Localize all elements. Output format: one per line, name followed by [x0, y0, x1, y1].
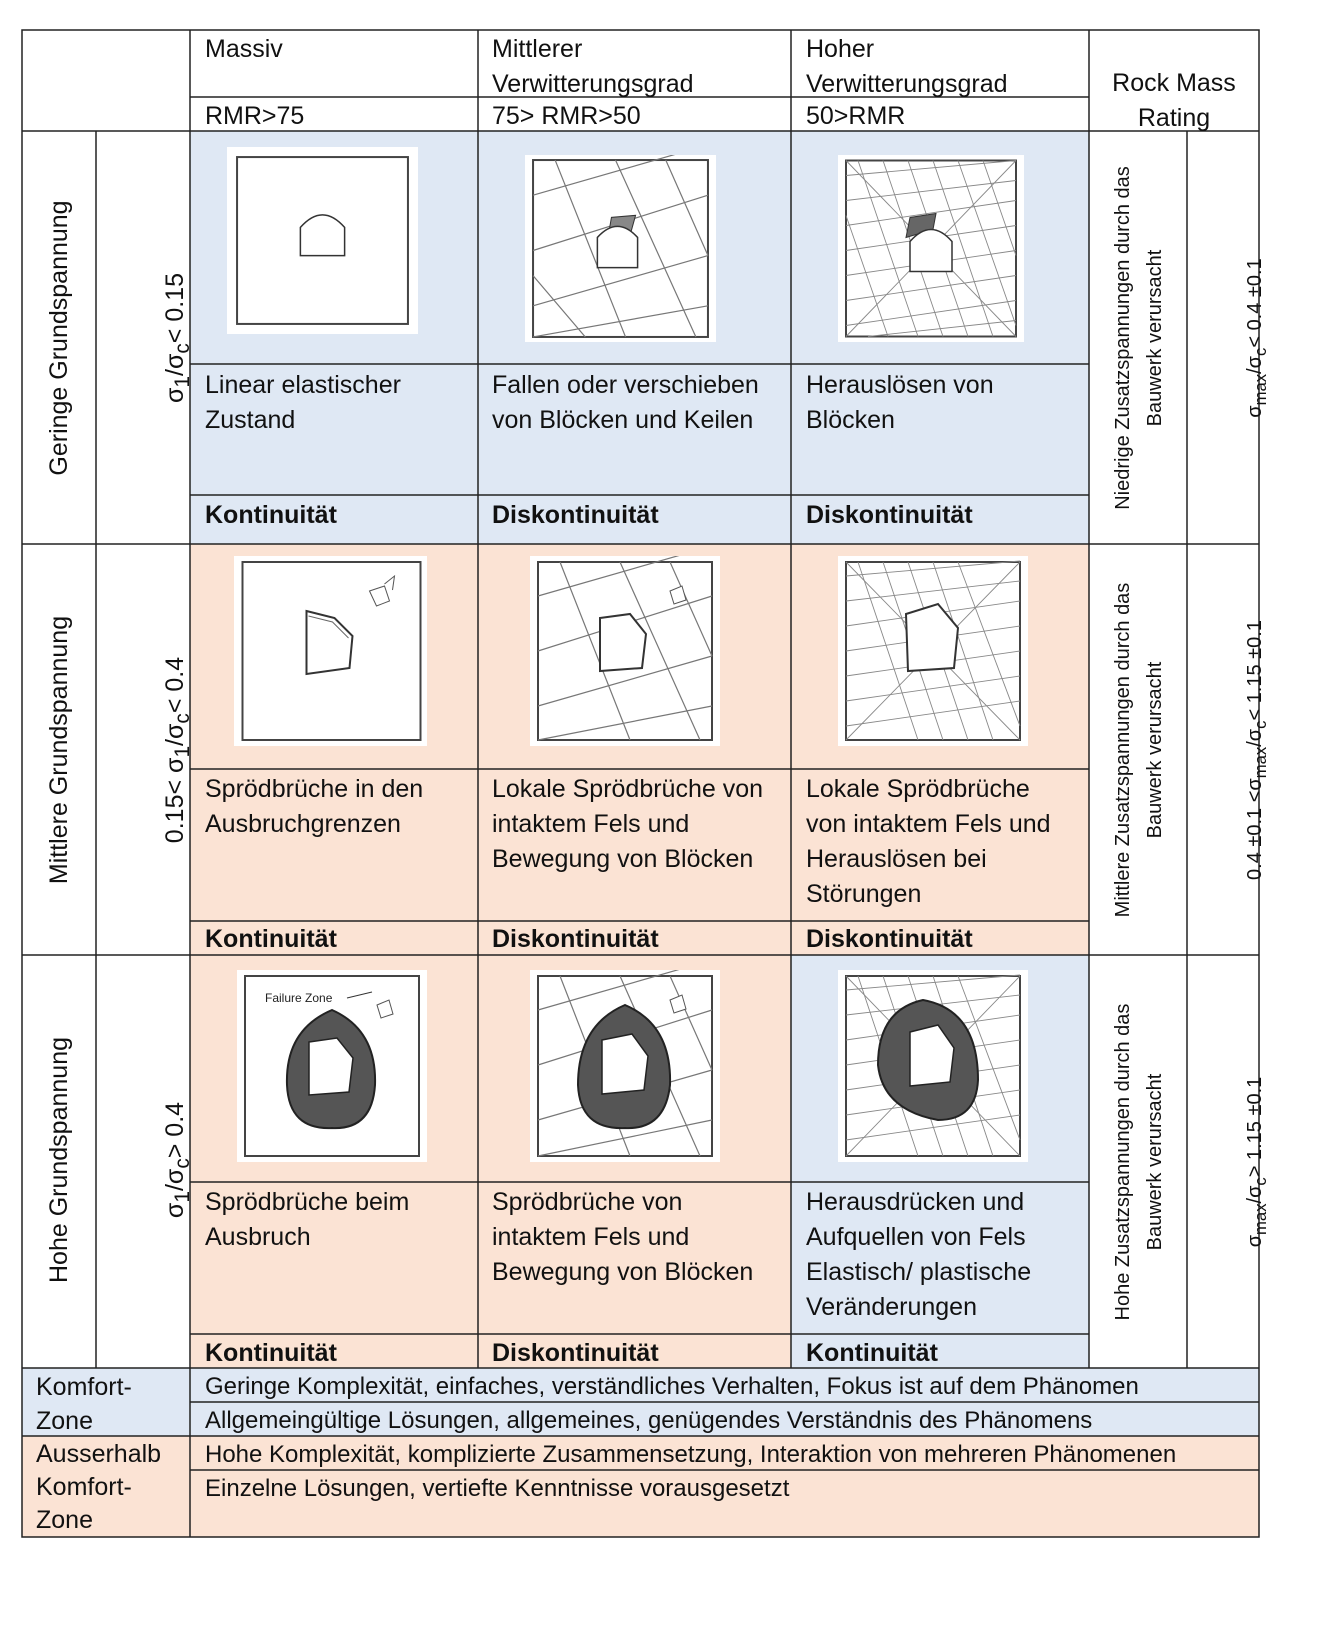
diagram-mittlerer-mid-stress: [530, 556, 720, 746]
outside-zone-line-2: Einzelne Lösungen, vertiefte Kenntnisse …: [205, 1475, 790, 1502]
diagram-massiv-mid-stress: [234, 556, 427, 746]
row3-massiv-description: Sprödbrüche beim Ausbruch: [205, 1188, 410, 1251]
header-mittlerer: Mittlerer Verwitterungsgrad: [492, 35, 694, 98]
diagram-hoher-mid-stress: [838, 556, 1028, 746]
comfort-zone-label: Komfort- Zone: [36, 1373, 132, 1435]
row3-additional-stress: Hohe Zusatzspannungen durch das Bauwerk …: [1112, 1003, 1166, 1321]
row2-mittlerer-description: Lokale Sprödbrüche von intaktem Fels und…: [492, 775, 764, 873]
row3-hoher-description: Herausdrücken und Aufquellen von Fels El…: [806, 1188, 1032, 1321]
row1-additional-stress: Niedrige Zusatzspannungen durch das Bauw…: [1112, 166, 1166, 510]
diagram-mittlerer-high-stress: [530, 970, 720, 1162]
row2-hoher-label: Diskontinuität: [806, 925, 973, 953]
row1-massiv-label: Kontinuität: [205, 501, 337, 529]
row2-additional-stress: Mittlere Zusatzspannungen durch das Bauw…: [1112, 582, 1166, 918]
row3-massiv-label: Kontinuität: [205, 1339, 337, 1367]
row3-rating: σmax/σc> 1.15 ±0.1: [1244, 1076, 1270, 1248]
diagram-massiv-low-stress: [227, 147, 418, 334]
header-rmr-massiv: RMR>75: [205, 102, 305, 130]
row1-massiv-description: Linear elastischer Zustand: [205, 371, 401, 434]
failure-zone-label: Failure Zone: [265, 991, 333, 1005]
row1-hoher-label: Diskontinuität: [806, 501, 973, 529]
row3-stress-ratio: σ1/σc> 0.4: [161, 1101, 194, 1219]
row3-stress-label: Hohe Grundspannung: [45, 1036, 73, 1284]
header-massiv: Massiv: [205, 35, 283, 63]
row2-hoher-description: Lokale Sprödbrüche von intaktem Fels und…: [806, 775, 1051, 908]
row3-hoher-label: Kontinuität: [806, 1339, 938, 1367]
diagram-mittlerer-low-stress: [525, 155, 716, 342]
row1-mittlerer-label: Diskontinuität: [492, 501, 659, 529]
row1-stress-ratio: σ1/σc< 0.15: [161, 272, 194, 404]
header-rock-mass-rating: Rock Mass Rating: [1112, 69, 1236, 132]
row2-massiv-label: Kontinuität: [205, 925, 337, 953]
header-rmr-hoher: 50>RMR: [806, 102, 906, 130]
row2-stress-label: Mittlere Grundspannung: [45, 615, 73, 885]
row1-rating: σmax/σc< 0.4 ±0.1: [1244, 258, 1270, 418]
comfort-zone-line-2: Allgemeingültige Lösungen, allgemeines, …: [205, 1407, 1093, 1434]
header-rmr-mittlerer: 75> RMR>50: [492, 102, 641, 130]
outside-zone-line-1: Hohe Komplexität, komplizierte Zusammens…: [205, 1441, 1177, 1468]
diagram-hoher-low-stress: [838, 155, 1024, 342]
row2-massiv-description: Sprödbrüche in den Ausbruchgrenzen: [205, 775, 424, 838]
comfort-zone-line-1: Geringe Komplexität, einfaches, verständ…: [205, 1373, 1139, 1400]
row1-stress-label: Geringe Grundspannung: [45, 200, 73, 476]
row2-rating: 0.4 ±0.1 <σmax/σc< 1.15 ±0.1: [1244, 620, 1270, 880]
diagram-massiv-high-stress: Failure Zone: [237, 970, 427, 1162]
row3-mittlerer-description: Sprödbrüche von intaktem Fels und Bewegu…: [492, 1188, 754, 1286]
header-hoher: Hoher Verwitterungsgrad: [806, 35, 1008, 98]
row3-mittlerer-label: Diskontinuität: [492, 1339, 659, 1367]
row1-hoher-description: Herauslösen von Blöcken: [806, 371, 994, 434]
row2-stress-ratio: 0.15< σ1/σc< 0.4: [161, 656, 194, 844]
row1-mittlerer-description: Fallen oder verschieben von Blöcken und …: [492, 371, 759, 434]
row2-mittlerer-label: Diskontinuität: [492, 925, 659, 953]
outside-comfort-zone-label: Ausserhalb Komfort- Zone: [36, 1440, 162, 1534]
diagram-hoher-high-stress: [838, 970, 1028, 1162]
